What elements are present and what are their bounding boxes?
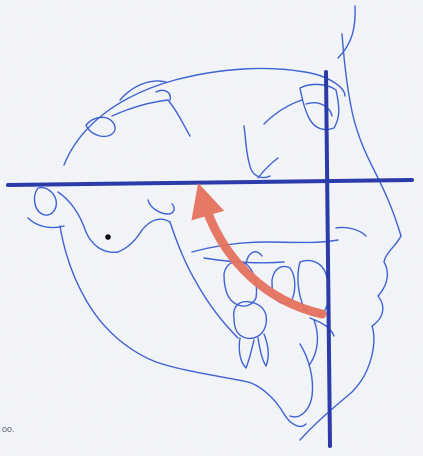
caption-fragment: oo.: [2, 424, 15, 434]
gonion-landmark-dot: [105, 234, 111, 240]
